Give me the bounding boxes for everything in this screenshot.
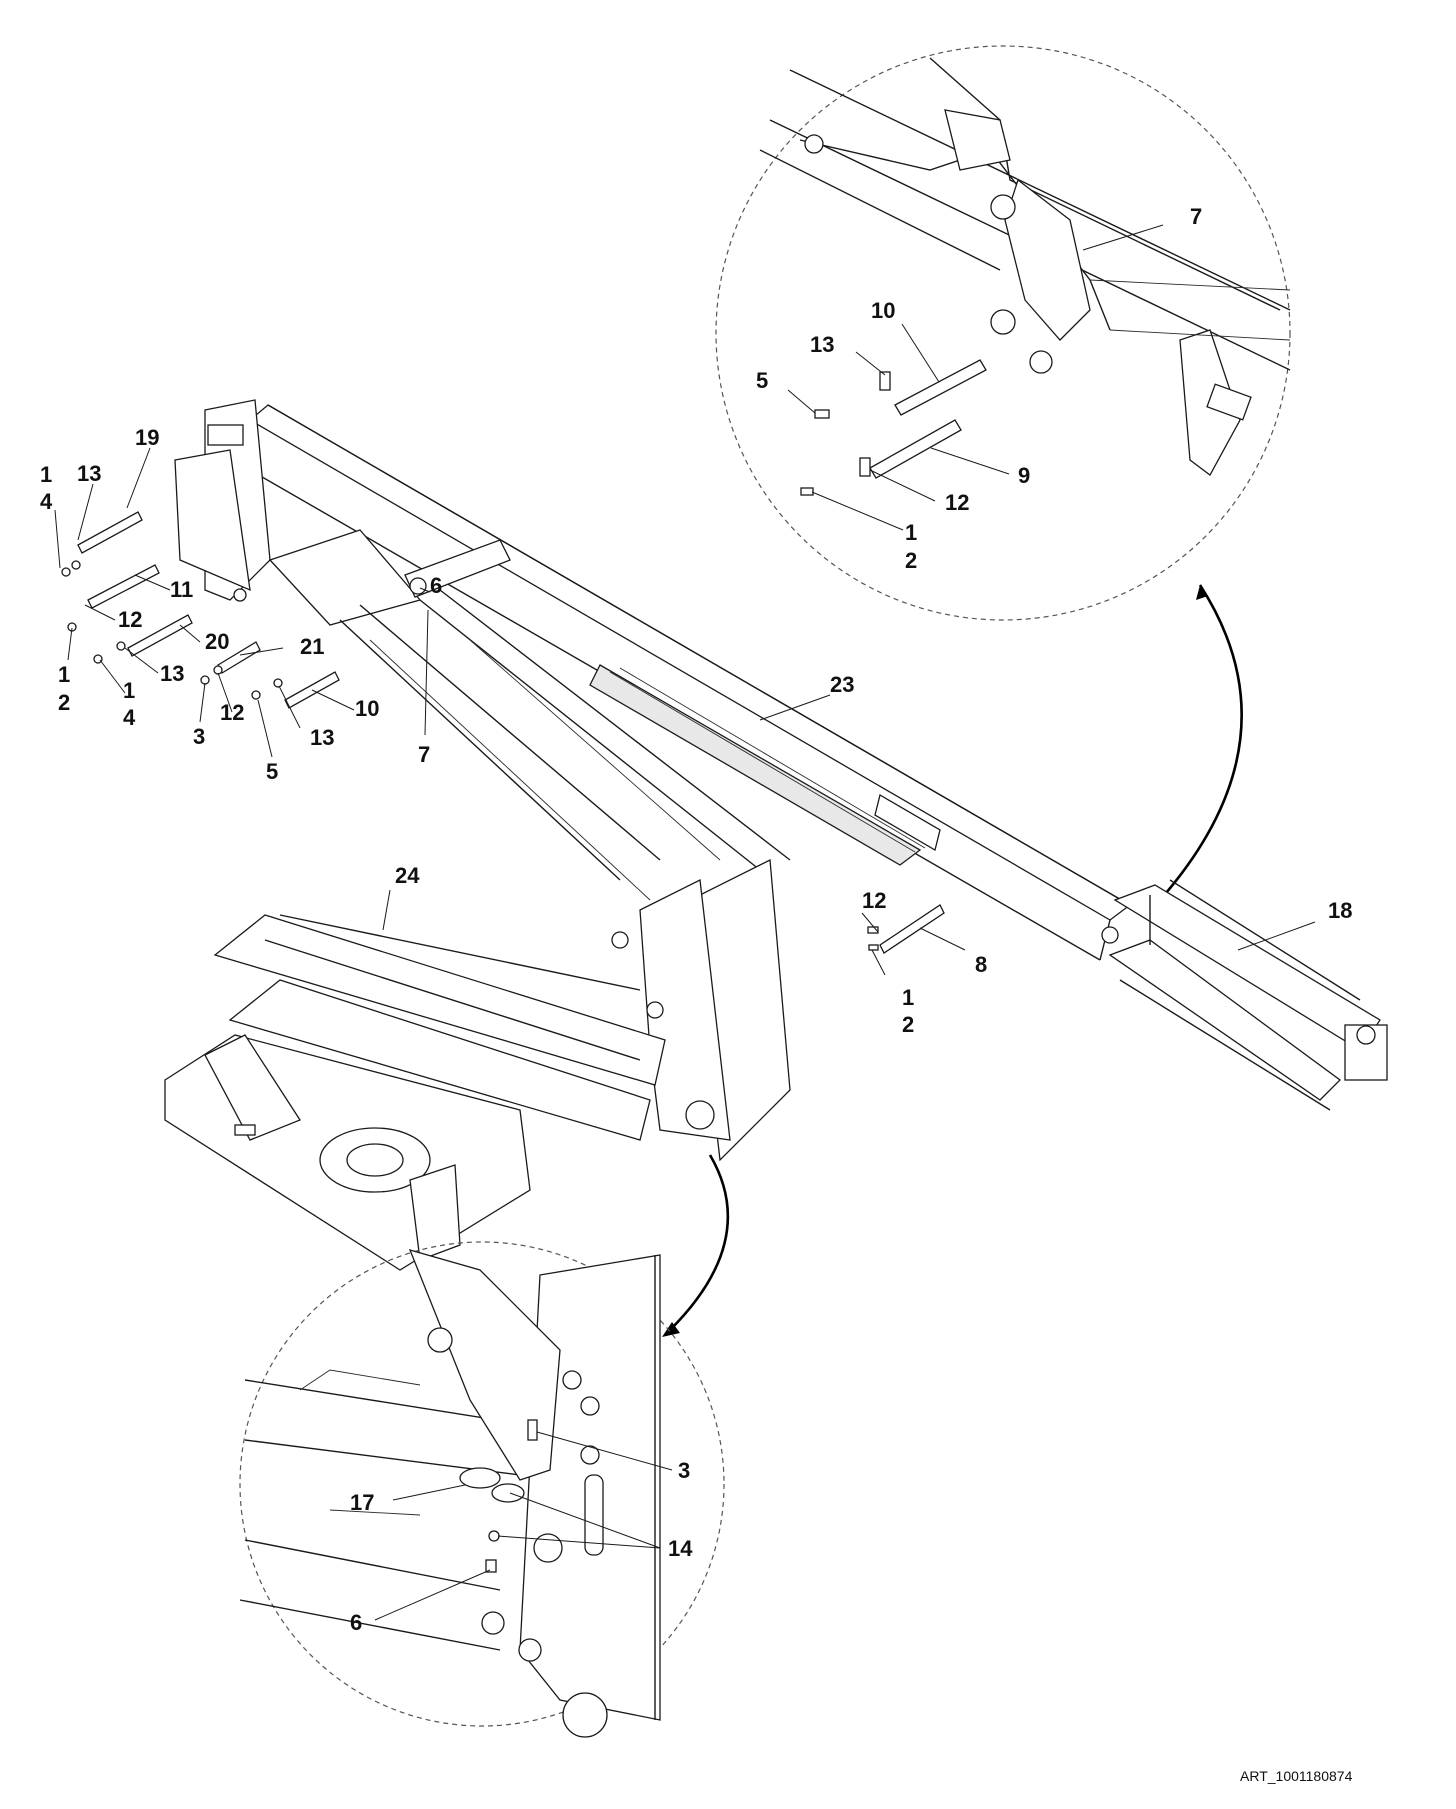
callout-13-b: 13 (160, 661, 184, 686)
pin-10-top (894, 359, 987, 416)
callout-4-a: 4 (40, 489, 53, 514)
detail-view-bottom (239, 1241, 725, 1738)
callout-6-bottom: 6 (350, 1610, 362, 1635)
art-reference-code: ART_1001180874 (1240, 1768, 1353, 1784)
callout-13-top: 13 (810, 332, 834, 357)
callouts-main-left: 19 13 1 4 11 12 1 2 20 1 4 13 21 3 12 5 … (40, 425, 442, 784)
callout-12-a: 12 (118, 607, 142, 632)
callout-1-a: 1 (40, 462, 52, 487)
washer-17 (459, 1467, 501, 1489)
callout-1-boom: 1 (902, 985, 914, 1010)
callout-3-a: 3 (193, 724, 205, 749)
callout-1-top: 1 (905, 520, 917, 545)
pin-19 (77, 511, 143, 554)
callout-12-boom: 12 (862, 888, 886, 913)
callout-7-main: 7 (418, 742, 430, 767)
callout-4-c: 4 (123, 705, 136, 730)
callout-2-top: 2 (905, 548, 917, 573)
pin-11 (87, 564, 160, 609)
detail-view-top (715, 45, 1291, 621)
callout-18: 18 (1328, 898, 1352, 923)
bolt-5-top (814, 409, 830, 419)
detail-arrow-top (1159, 584, 1243, 901)
upper-boom-tube (248, 404, 1132, 921)
callout-17: 17 (350, 1490, 374, 1515)
bolt-3 (527, 1419, 538, 1441)
callout-8: 8 (975, 952, 987, 977)
bolt-1-top (800, 487, 814, 496)
callout-24: 24 (395, 863, 420, 888)
boom-assembly (54, 399, 1388, 1271)
callout-6-main: 6 (430, 573, 442, 598)
keeper-12-top (859, 457, 871, 477)
callout-2-b: 2 (58, 690, 70, 715)
pin-8 (879, 904, 945, 954)
detail-circle-bottom (239, 1241, 725, 1727)
pin-9-top (869, 419, 962, 479)
callout-19: 19 (135, 425, 159, 450)
detail-circle-top (715, 45, 1291, 621)
cable-chain-23 (589, 664, 941, 866)
callout-3-bottom: 3 (678, 1458, 690, 1483)
turntable-base (164, 1034, 531, 1271)
callout-10: 10 (355, 696, 379, 721)
callout-20: 20 (205, 629, 229, 654)
detail-arrow-bottom (669, 1154, 730, 1331)
callout-1-b: 1 (58, 662, 70, 687)
callout-5-a: 5 (266, 759, 278, 784)
lower-boom-24 (213, 914, 666, 1141)
keeper-13-top (879, 371, 891, 391)
callout-11: 11 (170, 577, 193, 602)
callouts-detail-top: 7 10 13 5 9 12 1 2 (756, 204, 1202, 573)
callout-12-b: 12 (220, 700, 244, 725)
washer-14-lower (488, 1530, 500, 1542)
callout-5-top: 5 (756, 368, 768, 393)
callout-10-top: 10 (871, 298, 895, 323)
washer-14-upper (491, 1483, 525, 1503)
callout-7-top: 7 (1190, 204, 1202, 229)
callouts-detail-bottom: 3 17 14 6 (350, 1458, 693, 1635)
callout-14: 14 (668, 1536, 693, 1561)
pin-20 (127, 614, 193, 657)
callout-13-c: 13 (310, 725, 334, 750)
nut-6 (485, 1559, 497, 1573)
callouts-main-boom: 23 24 12 8 1 2 18 (395, 672, 1352, 1037)
jib-18 (1101, 879, 1388, 1111)
callout-1-c: 1 (123, 678, 135, 703)
callout-13-a: 13 (77, 461, 101, 486)
callout-2-boom: 2 (902, 1012, 914, 1037)
callout-9-top: 9 (1018, 463, 1030, 488)
callout-23: 23 (830, 672, 854, 697)
callout-21: 21 (300, 634, 324, 659)
callout-12-top: 12 (945, 490, 969, 515)
